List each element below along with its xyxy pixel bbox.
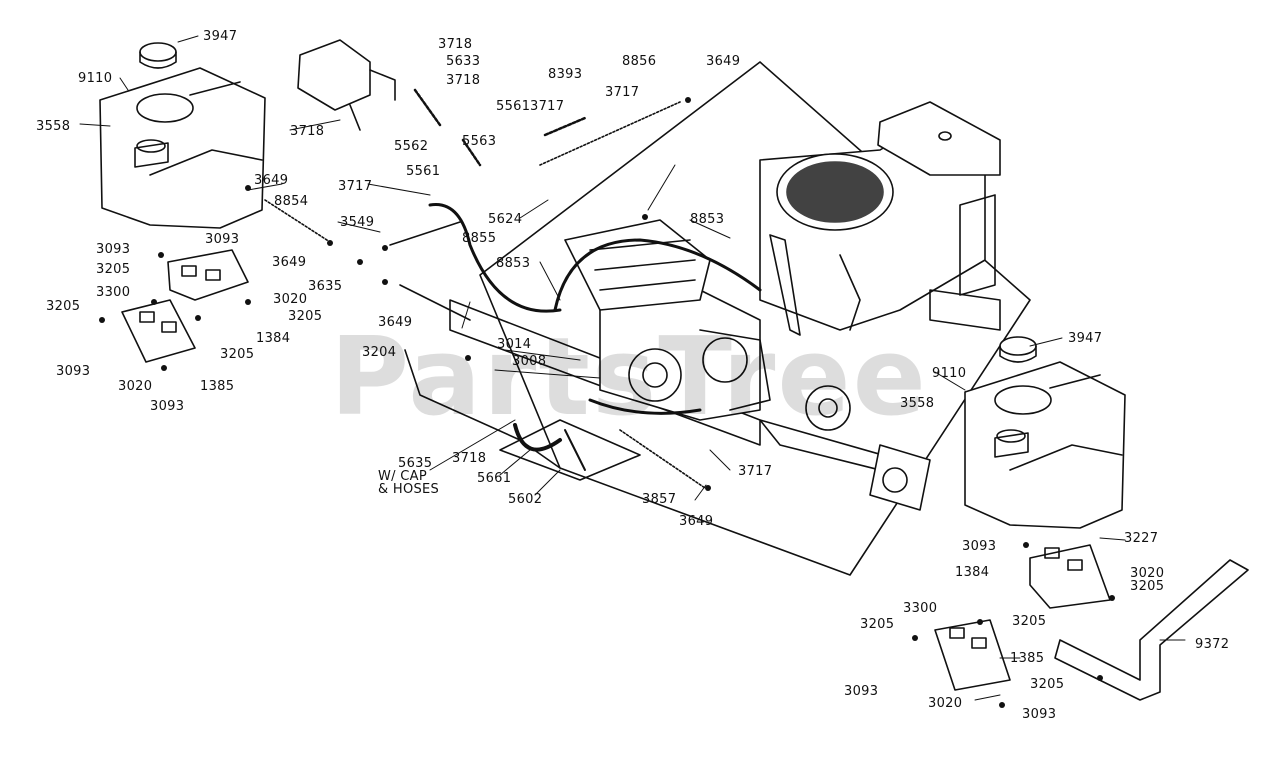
frame-cross-member <box>499 419 641 481</box>
frame-lower-edge <box>404 349 561 469</box>
part-label: 3020 <box>118 379 153 394</box>
solenoid-top <box>297 39 396 131</box>
part-label: 1384 <box>256 331 291 346</box>
part-label: 3014 <box>497 337 532 352</box>
fuel-tank-left <box>99 67 266 229</box>
part-label: 3093 <box>1022 707 1057 722</box>
part-label: 3649 <box>706 54 741 69</box>
hydro-pumps <box>564 219 771 421</box>
part-label: 3008 <box>512 354 547 369</box>
part-label: 3205 <box>288 309 323 324</box>
part-label: 3717 <box>338 179 373 194</box>
part-label: 9110 <box>78 71 113 86</box>
part-label: 5661 <box>477 471 512 486</box>
part-label: 3558 <box>36 119 71 134</box>
part-label: 3205 <box>96 262 131 277</box>
part-label: 3857 <box>642 492 677 507</box>
part-label: 3093 <box>56 364 91 379</box>
fuel-tank-right <box>964 361 1126 529</box>
part-label: 3020 <box>273 292 308 307</box>
part-label: 3205 <box>46 299 81 314</box>
bracket-lower-right <box>934 619 1011 691</box>
part-label: 3093 <box>205 232 240 247</box>
part-label: 3649 <box>254 173 289 188</box>
part-label: 3020 <box>1130 566 1165 581</box>
part-label: 3649 <box>378 315 413 330</box>
part-label: 3635 <box>308 279 343 294</box>
part-label: 1385 <box>1010 651 1045 666</box>
part-label: 8853 <box>496 256 531 271</box>
part-label: 9372 <box>1195 637 1230 652</box>
part-label: 3205 <box>860 617 895 632</box>
hose-lower <box>588 398 702 415</box>
fasteners <box>99 97 1115 708</box>
part-label: 3300 <box>96 285 131 300</box>
spring-parts <box>413 88 587 167</box>
part-label: 3947 <box>203 29 238 44</box>
frame-outline <box>479 61 1031 576</box>
part-label: 3204 <box>362 345 397 360</box>
cylinder-rod <box>564 429 586 471</box>
part-label: 8854 <box>274 194 309 209</box>
cable-8856 <box>539 101 681 166</box>
part-label: 3717 <box>530 99 565 114</box>
cable-3857 <box>619 429 706 489</box>
part-label: 5561 <box>496 99 531 114</box>
part-label: 1384 <box>955 565 990 580</box>
engine <box>759 101 1001 336</box>
part-label: 5563 <box>462 134 497 149</box>
part-label: 5561 <box>406 164 441 179</box>
part-label: 3093 <box>962 539 997 554</box>
part-label: 3947 <box>1068 331 1103 346</box>
part-label: 5635 <box>398 456 433 471</box>
part-label: 3093 <box>844 684 879 699</box>
cable-8855 <box>389 221 461 246</box>
part-label: 3093 <box>150 399 185 414</box>
part-label: 3205 <box>220 347 255 362</box>
part-label: 3020 <box>928 696 963 711</box>
part-label: 3718 <box>452 451 487 466</box>
part-label: 3558 <box>900 396 935 411</box>
part-label: 3718 <box>438 37 473 52</box>
part-label: 3549 <box>340 215 375 230</box>
part-label: 3205 <box>1130 579 1165 594</box>
part-label: 3649 <box>272 255 307 270</box>
watermark: PartsTree <box>330 315 928 440</box>
part-label: 3717 <box>738 464 773 479</box>
axle-hub <box>759 385 931 511</box>
part-label: 3717 <box>605 85 640 100</box>
part-label: 3718 <box>290 124 325 139</box>
bracket-upper-left <box>167 249 249 301</box>
fuel-cap-right <box>999 336 1037 363</box>
fuel-cap-left <box>139 42 177 69</box>
part-label: 3093 <box>96 242 131 257</box>
part-label: 8393 <box>548 67 583 82</box>
part-label: 9110 <box>932 366 967 381</box>
part-label: 3205 <box>1012 614 1047 629</box>
part-label: 5602 <box>508 492 543 507</box>
part-label: 3300 <box>903 601 938 616</box>
cable-8854 <box>264 199 331 243</box>
part-label: 8855 <box>462 231 497 246</box>
part-label: 3718 <box>446 73 481 88</box>
part-label: 5562 <box>394 139 429 154</box>
part-label: 3227 <box>1124 531 1159 546</box>
cylinder <box>513 423 562 452</box>
part-label: 3649 <box>679 514 714 529</box>
bracket-upper-right <box>1029 544 1111 609</box>
part-label: 8856 <box>622 54 657 69</box>
part-label: W/ CAP & HOSES <box>378 469 440 497</box>
part-label: 3205 <box>1030 677 1065 692</box>
cable-lower <box>399 284 471 321</box>
hose-return <box>553 238 762 312</box>
part-label: 5624 <box>488 212 523 227</box>
bracket-lower-left <box>121 299 196 363</box>
hose-upper <box>428 203 562 313</box>
part-label: 1385 <box>200 379 235 394</box>
part-label: 5633 <box>446 54 481 69</box>
part-label: 8853 <box>690 212 725 227</box>
